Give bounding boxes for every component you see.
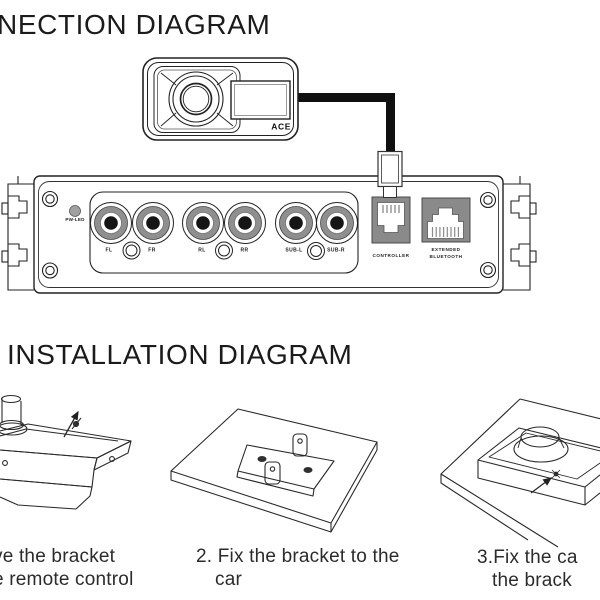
remote-control: ACE: [142, 57, 299, 141]
jack-label-fl: FL: [106, 248, 113, 254]
step2-caption-line2: car: [215, 569, 242, 590]
panel-washer: [122, 241, 325, 260]
step2-illustration: [170, 408, 378, 533]
panel-screw: [41, 190, 497, 279]
amplifier: PW-LED FL FR RL: [1, 175, 537, 294]
remote-cable: [298, 93, 395, 154]
bluetooth-port-label-1: EXTENDED: [431, 247, 460, 252]
step1-illustration: [0, 394, 132, 510]
rca-jack-fr: [132, 202, 174, 244]
heatsink-right: [503, 176, 537, 291]
fix-screw-arrow-icon: [530, 469, 561, 494]
remove-screw-arrow-icon: [63, 410, 82, 438]
mounted-remote: [477, 426, 600, 506]
step1-caption-line2: e remote control: [0, 569, 134, 590]
jack-label-sub-l: SUB-L: [285, 248, 302, 254]
rca-jack-rl: [182, 202, 224, 244]
mounting-bracket: [236, 433, 335, 497]
step1-caption: ve the bracket e remote control: [0, 545, 134, 591]
step2-caption: 2. Fix the bracket to the car: [196, 545, 400, 591]
jack-label-rl: RL: [198, 248, 205, 254]
power-led: [69, 205, 81, 217]
rca-jack-rr: [224, 202, 266, 244]
connection-diagram-title: NECTION DIAGRAM: [0, 9, 271, 40]
heatsink-left: [1, 176, 34, 291]
step3-caption-line2: the brack: [492, 570, 572, 591]
power-led-label: PW-LED: [65, 217, 85, 222]
bluetooth-port-label-2: BLUETOOTH: [430, 254, 463, 259]
jack-label-rr: RR: [240, 248, 248, 254]
step1-caption-line1: ve the bracket: [0, 546, 116, 567]
step2-caption-line1: 2. Fix the bracket to the: [196, 546, 400, 567]
jack-label-fr: FR: [148, 248, 155, 254]
rca-jack-fl: [90, 202, 132, 244]
rca-jacks: [90, 202, 358, 244]
jack-label-sub-r: SUB-R: [327, 248, 345, 254]
step3-caption-line1: 3.Fix the ca: [477, 547, 578, 568]
rj-plug: [377, 150, 403, 198]
remote-display: [230, 80, 291, 120]
step3-illustration: [440, 398, 600, 548]
step3-caption: 3.Fix the ca the brack: [477, 546, 578, 592]
controller-port-label: CONTROLLER: [373, 253, 410, 258]
jack-panel: [89, 191, 359, 274]
rca-jack-sub-l: [275, 202, 317, 244]
controller-port: [371, 196, 411, 244]
remote-knob: [168, 71, 224, 127]
remote-logo: ACE: [271, 122, 291, 132]
installation-diagram-title: INSTALLATION DIAGRAM: [7, 339, 353, 370]
rca-jack-sub-r: [316, 202, 358, 244]
bluetooth-port: [421, 197, 471, 243]
